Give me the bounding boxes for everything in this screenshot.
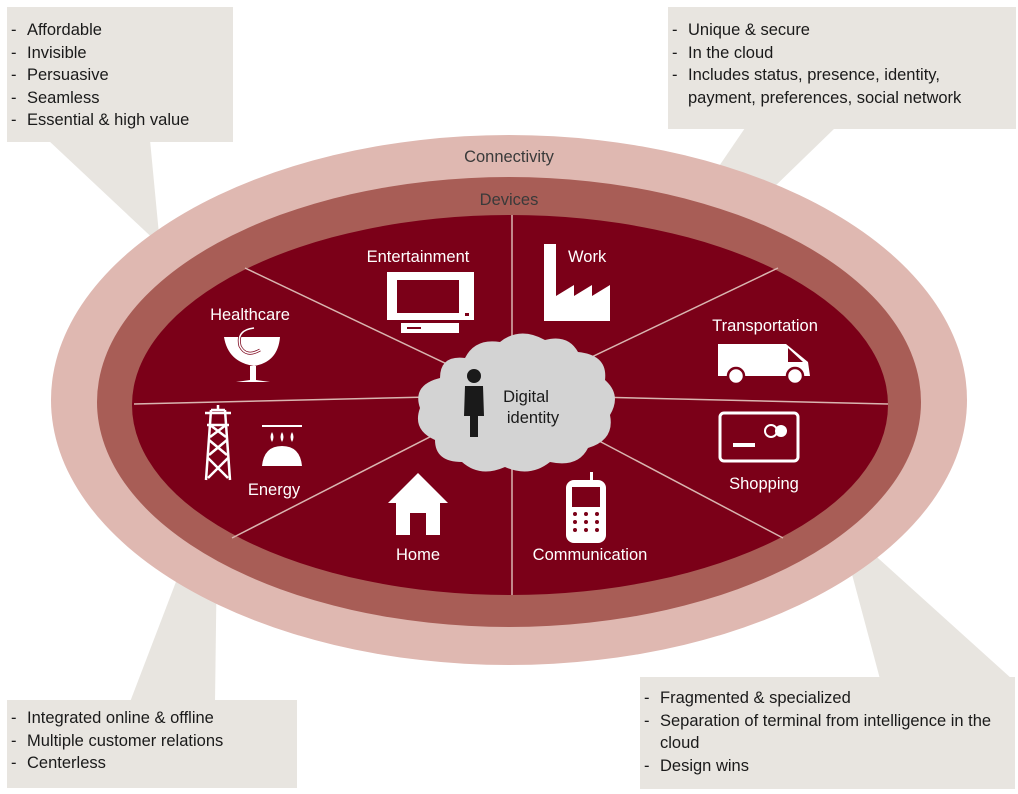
callout-item: Fragmented & specialized — [640, 687, 1009, 710]
callout-tail-top-left — [48, 140, 160, 245]
house-icon — [388, 473, 448, 535]
segment-label-shopping: Shopping — [729, 475, 799, 493]
callout-item: Essential & high value — [7, 109, 225, 132]
center-label-line1: Digital — [503, 388, 549, 406]
bowl-of-hygieia-icon — [224, 326, 280, 382]
callout-top-left: Affordable Invisible Persuasive Seamless… — [7, 7, 233, 142]
segment-label-work: Work — [568, 248, 607, 266]
callout-bottom-left: Integrated online & offline Multiple cus… — [7, 700, 297, 788]
callout-tail-bottom-right — [838, 522, 1012, 679]
callout-item: Includes status, presence, identity, pay… — [668, 64, 1010, 109]
callout-item: Integrated online & offline — [7, 707, 291, 730]
callout-item: Invisible — [7, 42, 225, 65]
segment-label-entertainment: Entertainment — [367, 248, 470, 266]
gas-flame-icon — [262, 425, 302, 466]
credit-card-icon — [718, 411, 800, 463]
segment-label-healthcare: Healthcare — [210, 306, 290, 324]
callout-item: Separation of terminal from intelligence… — [640, 710, 1009, 755]
callout-bottom-right: Fragmented & specialized Separation of t… — [640, 677, 1015, 789]
callout-top-right: Unique & secure In the cloud Includes st… — [668, 7, 1016, 129]
factory-icon — [544, 244, 610, 321]
devices-label: Devices — [480, 191, 539, 209]
computer-monitor-icon — [387, 272, 474, 333]
mobile-phone-icon — [566, 472, 606, 543]
callout-item: Centerless — [7, 752, 291, 775]
segment-label-energy: Energy — [248, 481, 301, 499]
callout-item: Persuasive — [7, 64, 225, 87]
segment-label-transportation: Transportation — [712, 317, 818, 335]
callout-item: Affordable — [7, 19, 225, 42]
center-label-line2: identity — [507, 409, 560, 427]
digital-identity-cloud — [417, 333, 615, 472]
callout-item: Design wins — [640, 755, 1009, 778]
callout-item: Seamless — [7, 87, 225, 110]
power-pylon-icon — [204, 405, 232, 481]
person-icon — [464, 369, 484, 437]
segment-label-home: Home — [396, 546, 440, 564]
van-icon — [718, 344, 810, 386]
callout-item: Unique & secure — [668, 19, 1010, 42]
callout-item: Multiple customer relations — [7, 730, 291, 753]
segment-label-communication: Communication — [533, 546, 648, 564]
connectivity-label: Connectivity — [464, 148, 555, 166]
callout-item: In the cloud — [668, 42, 1010, 65]
